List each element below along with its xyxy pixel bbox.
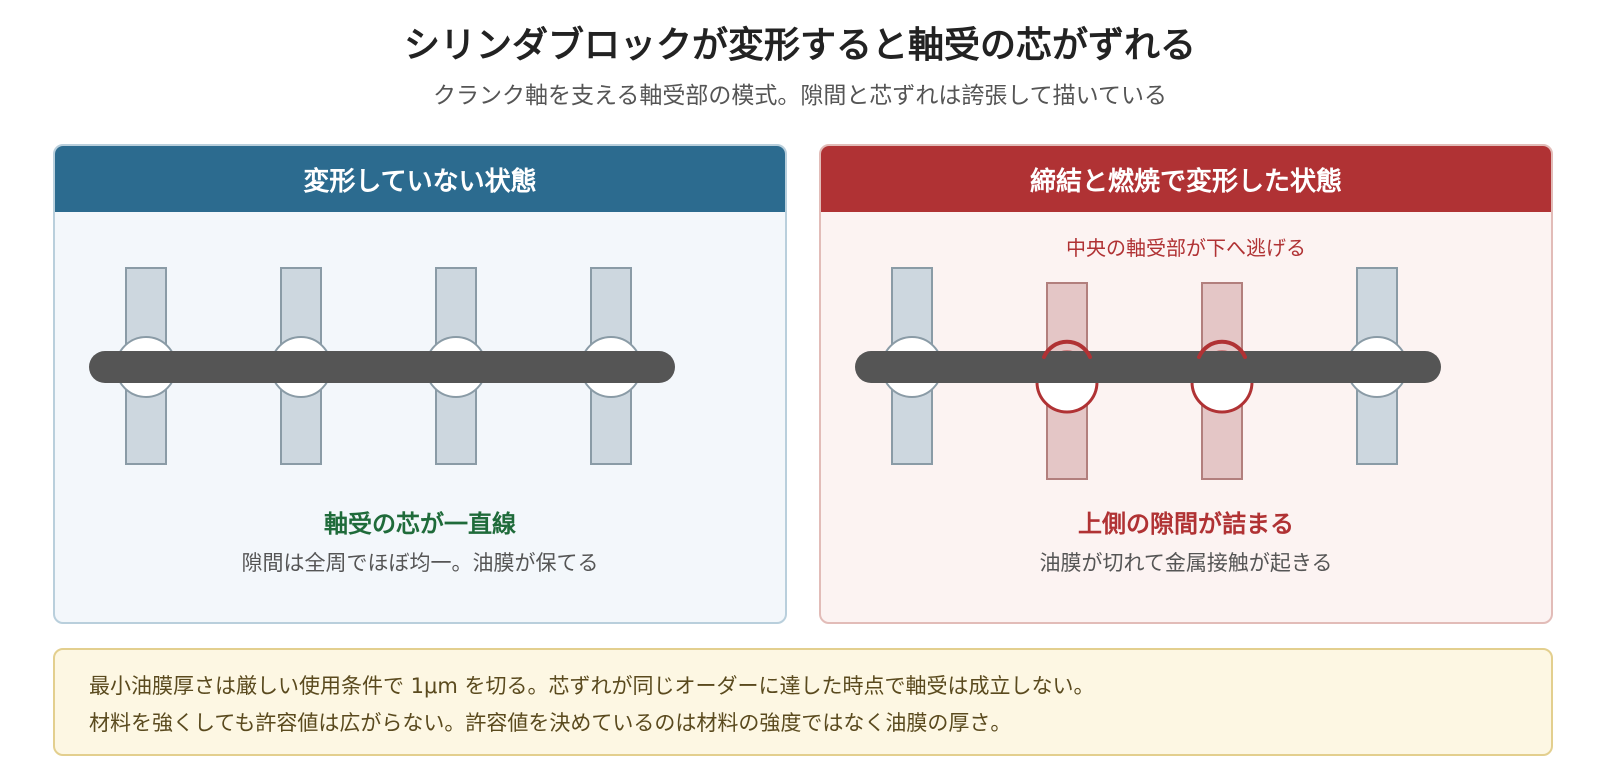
panel-deformed: 締結と燃焼で変形した状態 中央の軸受部が下へ逃げる 上側の隙間が詰まる 油膜が切… [819, 144, 1553, 624]
panel-normal-header: 変形していない状態 [55, 146, 785, 212]
contact-arc [1042, 339, 1092, 359]
footer-line-1: 最小油膜厚さは厳しい使用条件で 1μm を切る。芯ずれが同じオーダーに達した時点… [89, 674, 1095, 698]
footer-note: 最小油膜厚さは厳しい使用条件で 1μm を切る。芯ずれが同じオーダーに達した時点… [53, 648, 1553, 756]
panel-deformed-caption-head: 上側の隙間が詰まる [1078, 510, 1294, 538]
footer-line-2: 材料を強くしても許容値は広がらない。許容値を決めているのは材料の強度ではなく油膜… [89, 711, 1012, 735]
panel-deformed-caption-body: 油膜が切れて金属接触が起きる [1039, 551, 1333, 575]
bearing-diagram-normal [89, 267, 675, 465]
panel-normal: 変形していない状態 軸受の芯が一直線 隙間は全周でほぼ均一。油膜が保てる [53, 144, 787, 624]
panel-normal-caption-body: 隙間は全周でほぼ均一。油膜が保てる [241, 551, 599, 575]
page-title: シリンダブロックが変形すると軸受の芯がずれる [403, 25, 1196, 66]
panel-normal-caption-head: 軸受の芯が一直線 [324, 510, 516, 538]
panel-deformed-note: 中央の軸受部が下へ逃げる [1066, 236, 1306, 260]
crankshaft [89, 351, 675, 383]
contact-arc [1197, 339, 1247, 359]
bearing-diagram-deformed [855, 267, 1441, 480]
crankshaft [855, 351, 1441, 383]
panel-deformed-header: 締結と燃焼で変形した状態 [821, 146, 1551, 212]
page-subtitle: クランク軸を支える軸受部の模式。隙間と芯ずれは誇張して描いている [433, 83, 1167, 109]
